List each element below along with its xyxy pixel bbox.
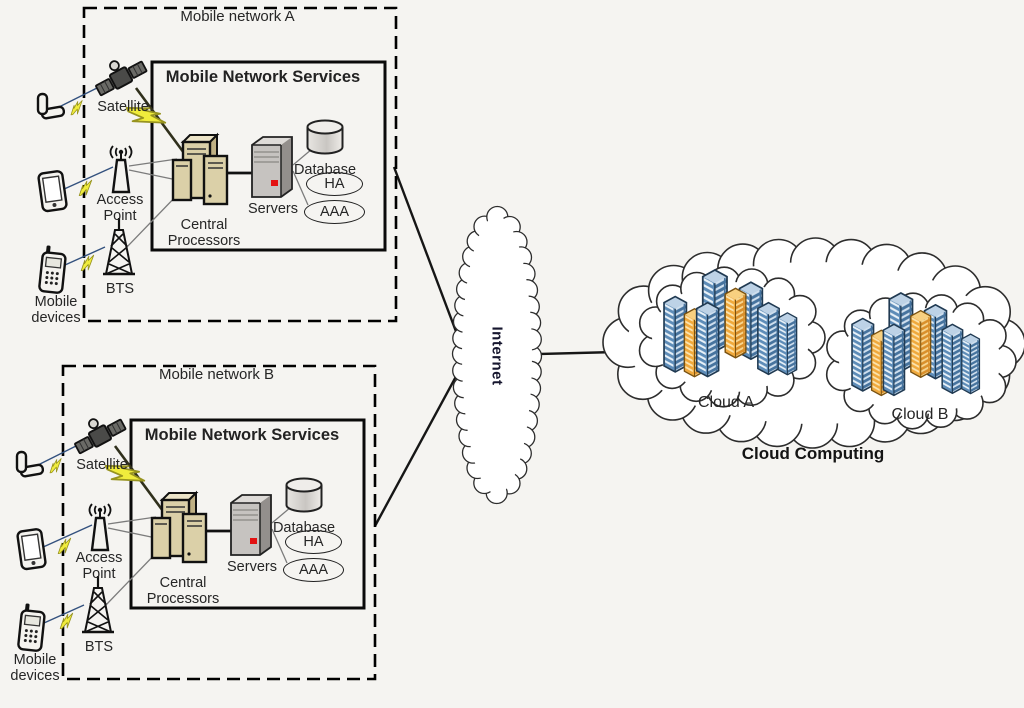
servers-label: Servers — [248, 201, 298, 217]
ha-label: HA — [303, 534, 324, 550]
network-title: Mobile network B — [158, 366, 275, 383]
services-box-title: Mobile Network Services — [165, 68, 361, 86]
cloud-a-label: Cloud A — [697, 394, 755, 411]
internet-label: Internet — [488, 326, 506, 386]
satellite-label: Satellite — [97, 99, 149, 115]
central-processors-label: Central Processors — [167, 217, 241, 250]
mobile-devices-label: Mobile devices — [10, 652, 60, 685]
mobile-devices-label: Mobile devices — [31, 294, 81, 327]
cloud-b-label: Cloud B — [891, 406, 949, 423]
servers-label: Servers — [227, 559, 277, 575]
internet-cloud — [451, 205, 543, 505]
access-point-label: Access Point — [75, 550, 123, 583]
satellite-label: Satellite — [76, 457, 128, 473]
bts-label: BTS — [105, 281, 135, 297]
ha-label: HA — [324, 176, 345, 192]
aaa-label: AAA — [298, 562, 328, 578]
services-box-title: Mobile Network Services — [144, 426, 340, 444]
central-processors-label: Central Processors — [146, 575, 220, 608]
aaa-label: AAA — [319, 204, 349, 220]
access-point-label: Access Point — [96, 192, 144, 225]
aaa-ellipse: AAA — [304, 200, 365, 224]
cloud-computing-title: Cloud Computing — [741, 444, 885, 463]
network-title: Mobile network A — [180, 8, 295, 25]
aaa-ellipse: AAA — [283, 558, 344, 582]
ha-ellipse: HA — [306, 172, 363, 196]
ha-ellipse: HA — [285, 530, 342, 554]
bts-label: BTS — [84, 639, 114, 655]
